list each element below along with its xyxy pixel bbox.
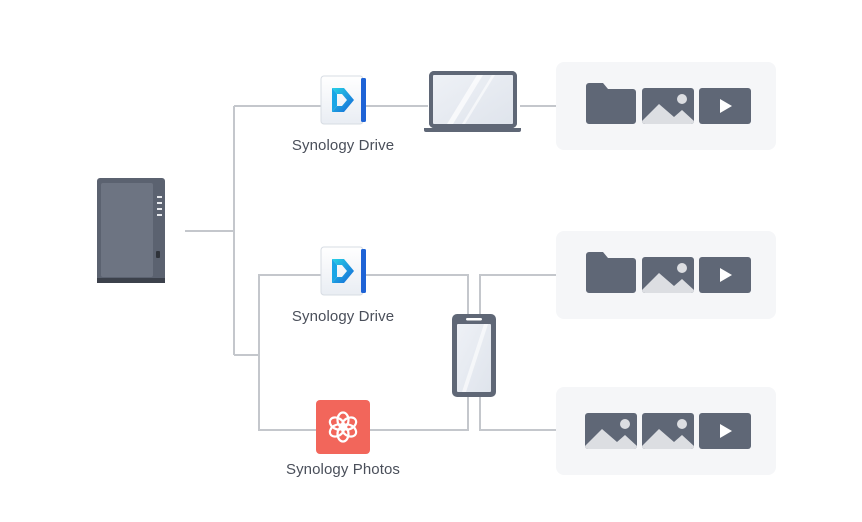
folder-icon: [586, 252, 636, 293]
synology-drive-icon[interactable]: [320, 246, 367, 296]
laptop-icon: [424, 71, 521, 132]
synology-drive-icon[interactable]: [320, 75, 367, 125]
synology-drive-label: Synology Drive: [291, 308, 395, 325]
connector-lines: [185, 105, 556, 431]
video-play-icon: [699, 413, 751, 449]
content-panel-mid: [556, 231, 776, 319]
synology-photos-label: Synology Photos: [285, 461, 401, 478]
nas-server-icon: [97, 178, 165, 283]
synology-drive-label: Synology Drive: [291, 137, 395, 154]
synology-photos-icon[interactable]: [316, 400, 370, 454]
image-icon: [642, 257, 694, 293]
image-icon: [642, 88, 694, 124]
video-play-icon: [699, 257, 751, 293]
image-icon: [642, 413, 694, 449]
image-icon: [585, 413, 637, 449]
mobile-loop-line: [258, 274, 469, 431]
video-play-icon: [699, 88, 751, 124]
content-panel-bottom: [556, 387, 776, 475]
smartphone-icon: [452, 314, 496, 397]
content-panel-top: [556, 62, 776, 150]
folder-icon: [586, 83, 636, 124]
